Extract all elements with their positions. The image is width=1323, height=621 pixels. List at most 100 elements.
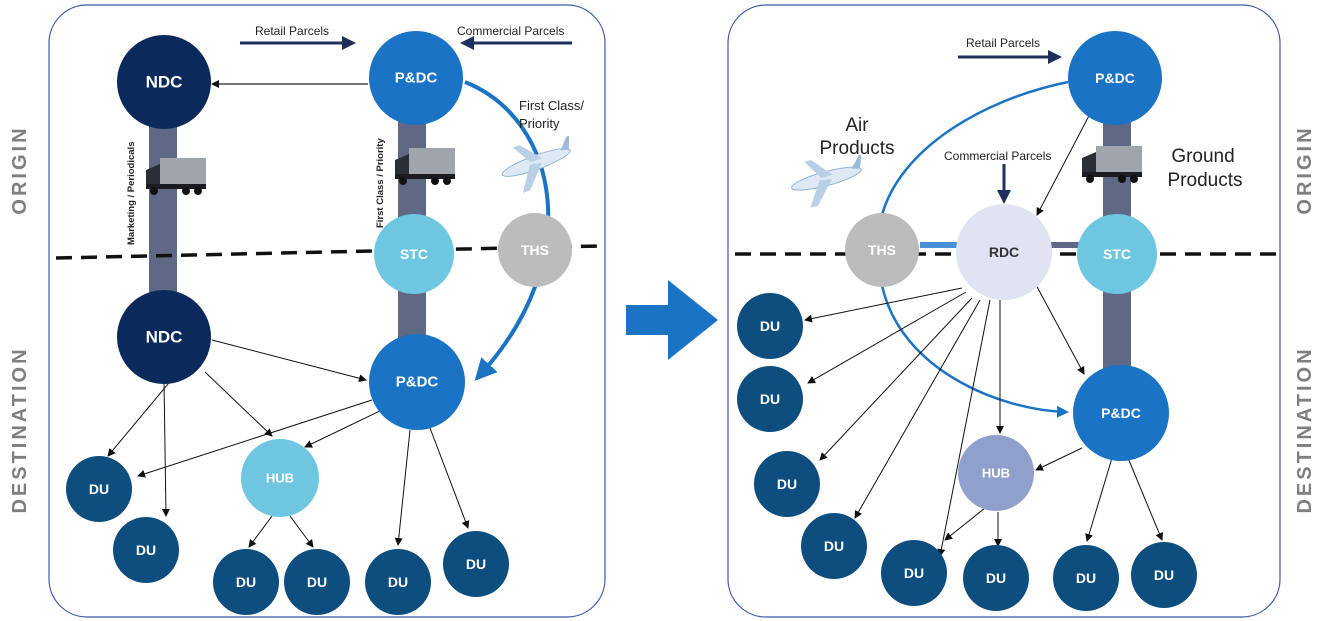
edge: [304, 409, 383, 448]
ground-products-label-2: Products: [1168, 170, 1243, 191]
edge: [1034, 282, 1085, 375]
stc-node-label: STC: [400, 246, 428, 262]
truck-icon: [395, 148, 455, 185]
du-node: [1131, 542, 1197, 608]
ndc-node-destination-label: NDC: [146, 328, 183, 347]
du-node: [881, 540, 947, 606]
du-node-label: DU: [986, 570, 1006, 586]
du-node-label: DU: [777, 476, 797, 492]
du-node: [66, 456, 132, 522]
first-class-label-1: First Class/: [519, 98, 584, 113]
hub-node-label: HUB: [266, 471, 294, 486]
du-node: [1053, 545, 1119, 611]
edge: [137, 399, 373, 478]
stc-node-right: [1077, 214, 1157, 294]
edge: [248, 515, 273, 548]
ndc-node-origin: [117, 35, 211, 129]
pdc-node-origin-label: P&DC: [395, 70, 438, 87]
destination-label-left: DESTINATION: [9, 346, 31, 513]
rdc-node-label: RDC: [989, 244, 1019, 260]
du-node-label: DU: [307, 574, 327, 590]
edge: [819, 297, 973, 461]
edge: [429, 427, 470, 529]
du-node: [113, 517, 179, 583]
du-node: [443, 531, 509, 597]
du-node-label: DU: [388, 574, 408, 590]
hub-node-right-label: HUB: [982, 466, 1010, 481]
air-delivery-arc: [880, 284, 1069, 418]
retail-parcels-label-right: Retail Parcels: [966, 36, 1040, 50]
first-class-priority-vertical-label: First Class / Priority: [375, 138, 386, 228]
origin-label-left: ORIGIN: [9, 125, 31, 214]
edge: [211, 339, 367, 383]
edge: [204, 371, 273, 437]
du-node: [737, 293, 803, 359]
stc-node-right-label: STC: [1103, 246, 1131, 262]
first-class-air-arc: [464, 80, 551, 381]
pdc-node-origin: [369, 31, 463, 125]
edge: [1127, 457, 1164, 541]
ndc-node-destination: [117, 290, 211, 384]
air-products-arc: [880, 80, 1069, 216]
du-node: [284, 549, 350, 615]
transition-arrow-icon: [626, 280, 718, 360]
edge: [1035, 447, 1083, 471]
ndc-node-origin-label: NDC: [146, 73, 183, 92]
rdc-stc-connector: [1045, 242, 1083, 248]
edge: [944, 507, 986, 541]
commercial-parcels-label: Commercial Parcels: [457, 24, 564, 38]
edge: [804, 287, 963, 323]
edge: [854, 299, 981, 519]
du-node-label: DU: [760, 391, 780, 407]
du-node-label: DU: [136, 542, 156, 558]
du-node-label: DU: [904, 565, 924, 581]
hub-node-right: [958, 435, 1034, 511]
pdc-node-origin-right: [1068, 31, 1162, 125]
du-node: [754, 451, 820, 517]
edge: [107, 371, 179, 457]
stc-node: [374, 214, 454, 294]
pdc-node-destination: [369, 334, 465, 430]
destination-label-right: DESTINATION: [1294, 346, 1316, 513]
ths-node-right: [845, 213, 919, 287]
du-node-label: DU: [760, 318, 780, 334]
truck-icon: [146, 158, 206, 195]
edge: [937, 299, 991, 557]
hub-node: [241, 439, 319, 517]
du-node-label: DU: [236, 574, 256, 590]
ths-node-right-label: THS: [868, 242, 896, 258]
du-node-label: DU: [466, 556, 486, 572]
edge: [1085, 457, 1113, 542]
air-products-label-2: Products: [820, 138, 895, 159]
ground-products-label-1: Ground: [1171, 146, 1234, 167]
du-node-label: DU: [89, 481, 109, 497]
commercial-parcels-label-right: Commercial Parcels: [944, 149, 1051, 163]
ths-node-label: THS: [521, 242, 549, 258]
air-products-label-1: Air: [845, 115, 869, 136]
du-node: [737, 366, 803, 432]
du-node: [213, 549, 279, 615]
pdc-node-destination-right: [1073, 365, 1169, 461]
truck-icon: [1082, 146, 1142, 183]
ths-node: [498, 213, 572, 287]
pdc-node-destination-label: P&DC: [396, 374, 439, 391]
rdc-node: [956, 204, 1052, 300]
ths-rdc-connector: [920, 242, 965, 248]
edge: [807, 291, 967, 384]
pdc-node-destination-right-label: P&DC: [1101, 405, 1141, 421]
origin-label-right: ORIGIN: [1294, 125, 1316, 214]
du-node-label: DU: [1154, 567, 1174, 583]
airplane-icon: [791, 154, 862, 208]
retail-parcels-label: Retail Parcels: [255, 24, 329, 38]
first-class-label-2: Priority: [519, 116, 560, 131]
edge: [161, 379, 170, 517]
pdc-node-origin-right-label: P&DC: [1095, 70, 1135, 86]
du-node: [365, 549, 431, 615]
edge: [1036, 109, 1093, 216]
du-node: [801, 513, 867, 579]
du-node-label: DU: [1076, 570, 1096, 586]
marketing-periodicals-label: Marketing / Periodicals: [126, 142, 137, 245]
airplane-icon: [501, 135, 571, 193]
du-node-label: DU: [824, 538, 844, 554]
